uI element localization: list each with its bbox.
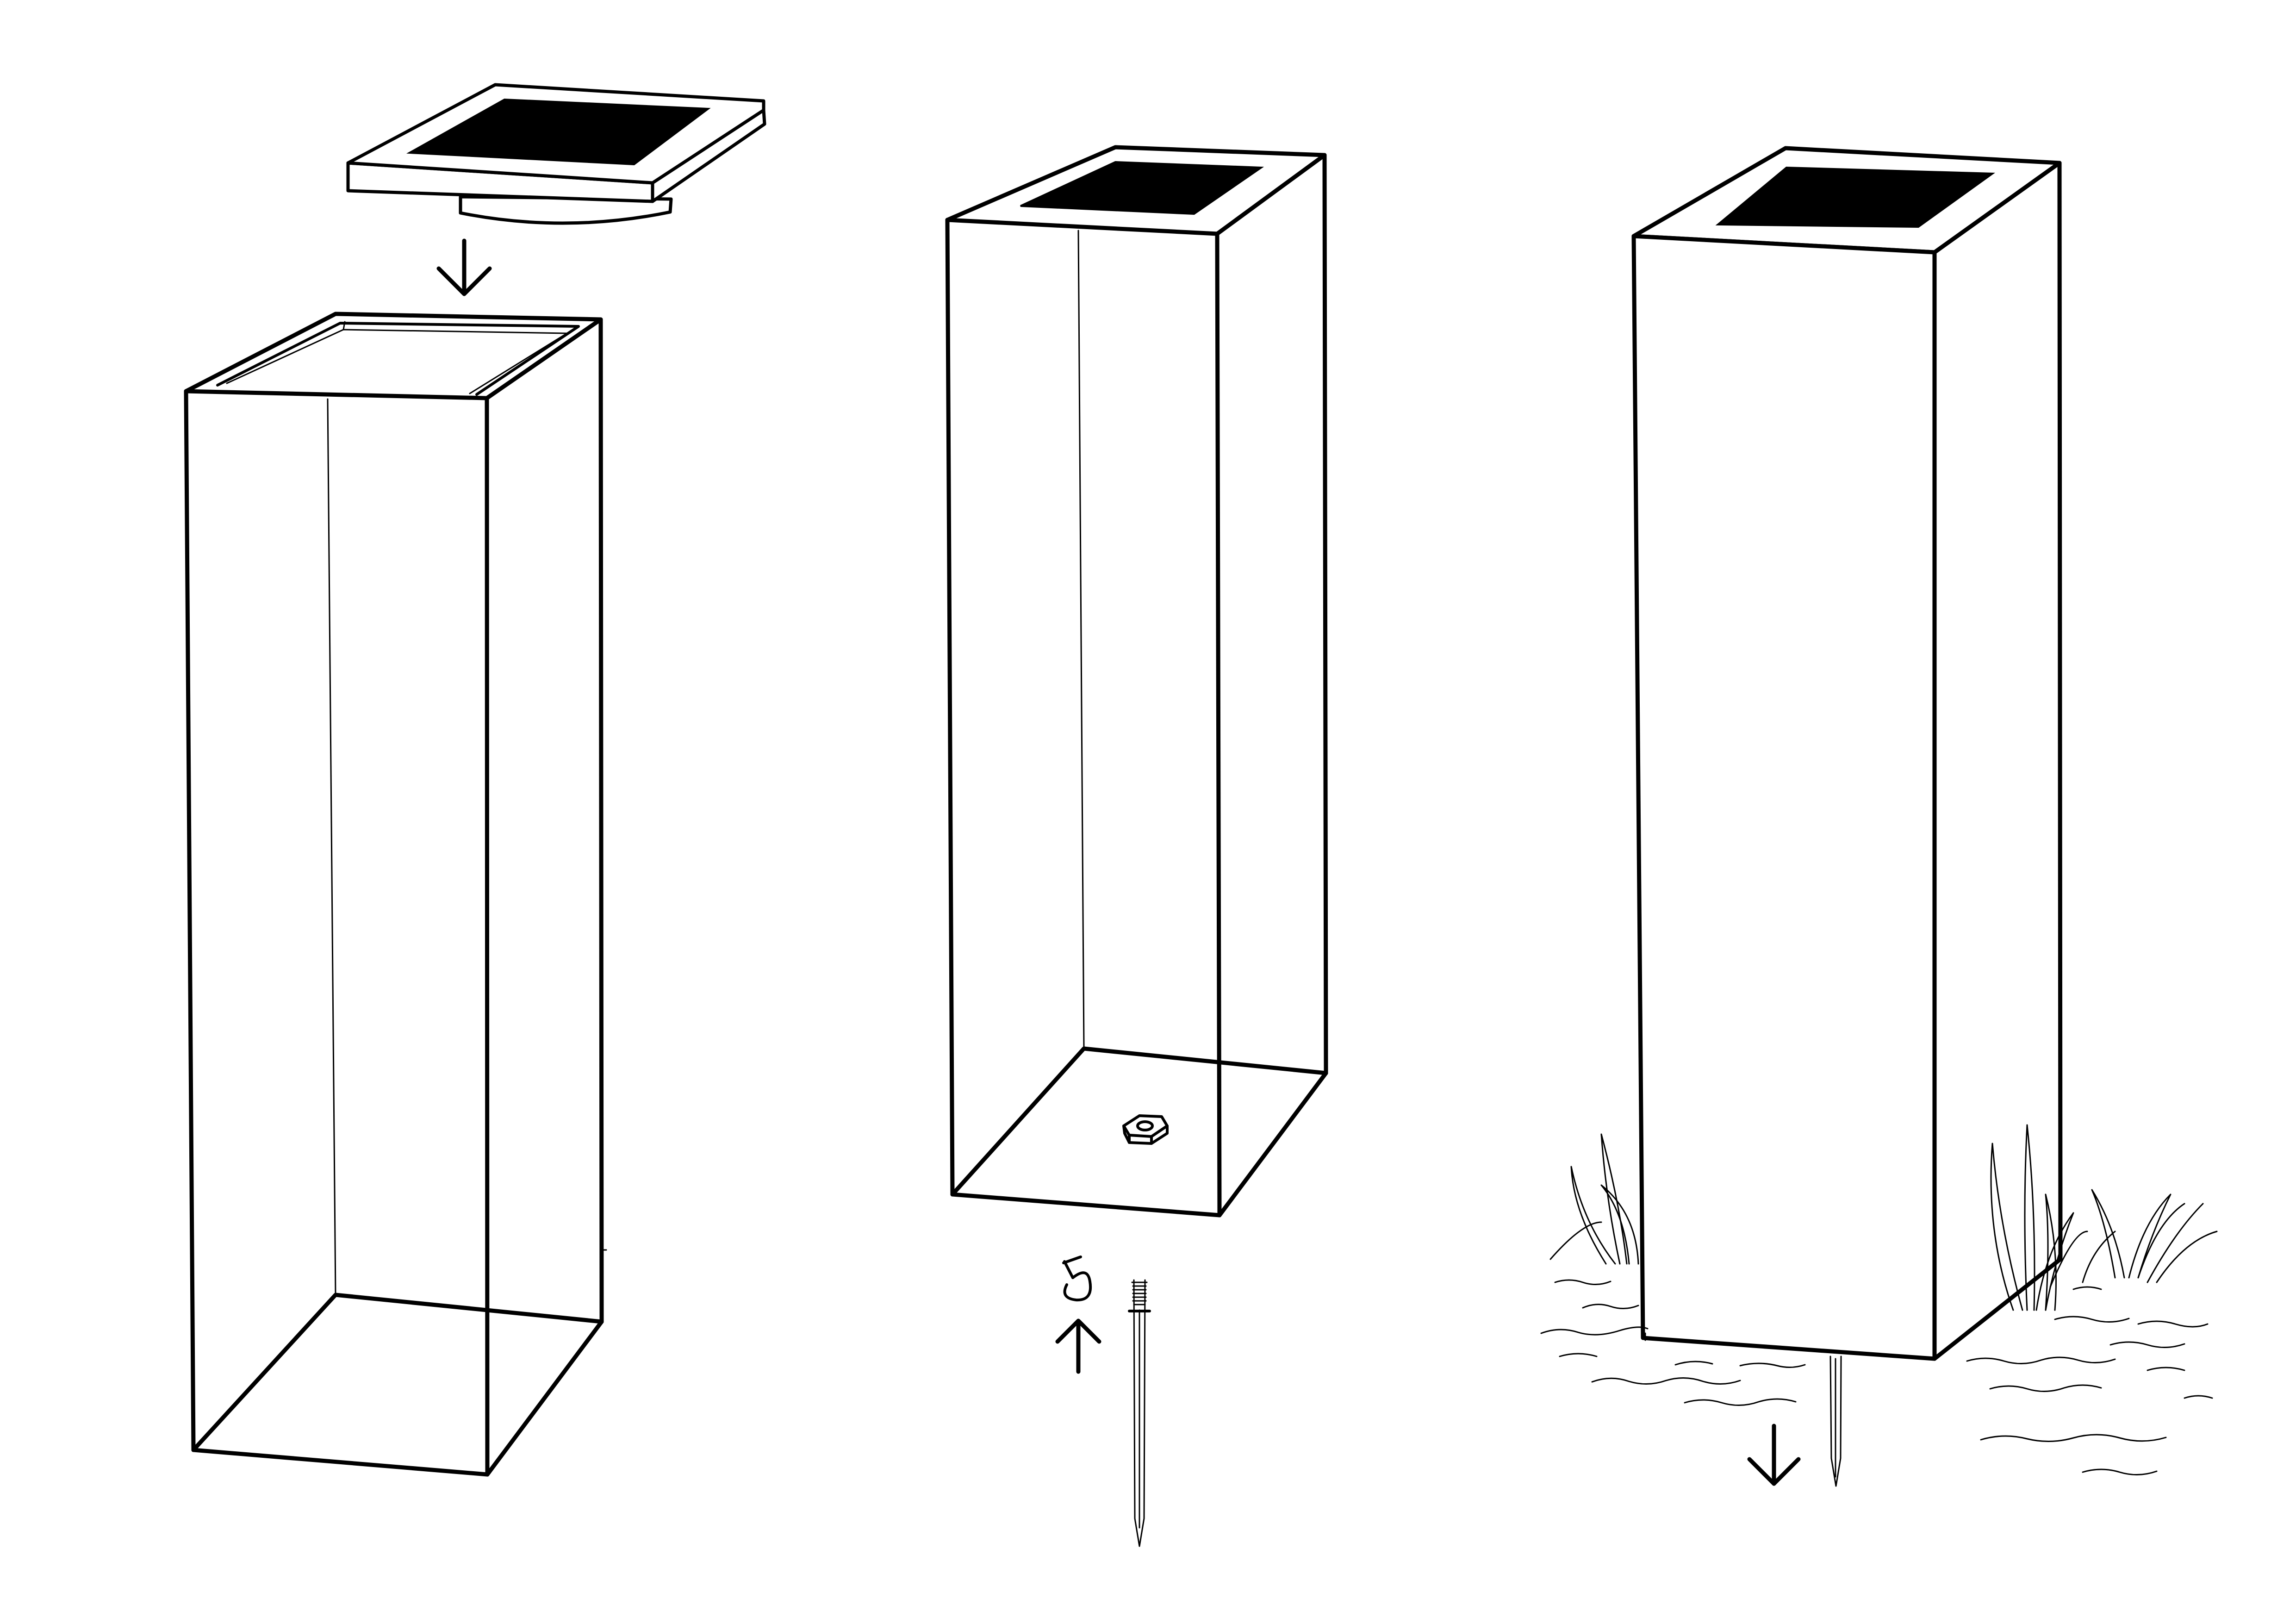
grass-icon	[1990, 1124, 2218, 1311]
ground-lines-icon	[1540, 1279, 2213, 1475]
open-box-post-icon	[184, 312, 607, 1477]
step-1	[184, 83, 766, 1477]
arrow-down-icon	[1747, 1424, 1801, 1486]
installed-post-icon	[1631, 146, 2063, 1361]
rotate-icon	[1062, 1255, 1092, 1302]
ground-spike-icon	[1128, 1279, 1151, 1547]
step-3	[1540, 146, 2218, 1487]
arrow-up-icon	[1055, 1318, 1101, 1374]
hex-nut-icon	[1122, 1114, 1169, 1145]
capped-post-icon	[945, 145, 1328, 1218]
ground-spike-icon	[1829, 1355, 1842, 1487]
arrow-down-icon	[436, 238, 492, 296]
step-2	[945, 145, 1328, 1547]
solar-cap-icon	[346, 83, 766, 225]
